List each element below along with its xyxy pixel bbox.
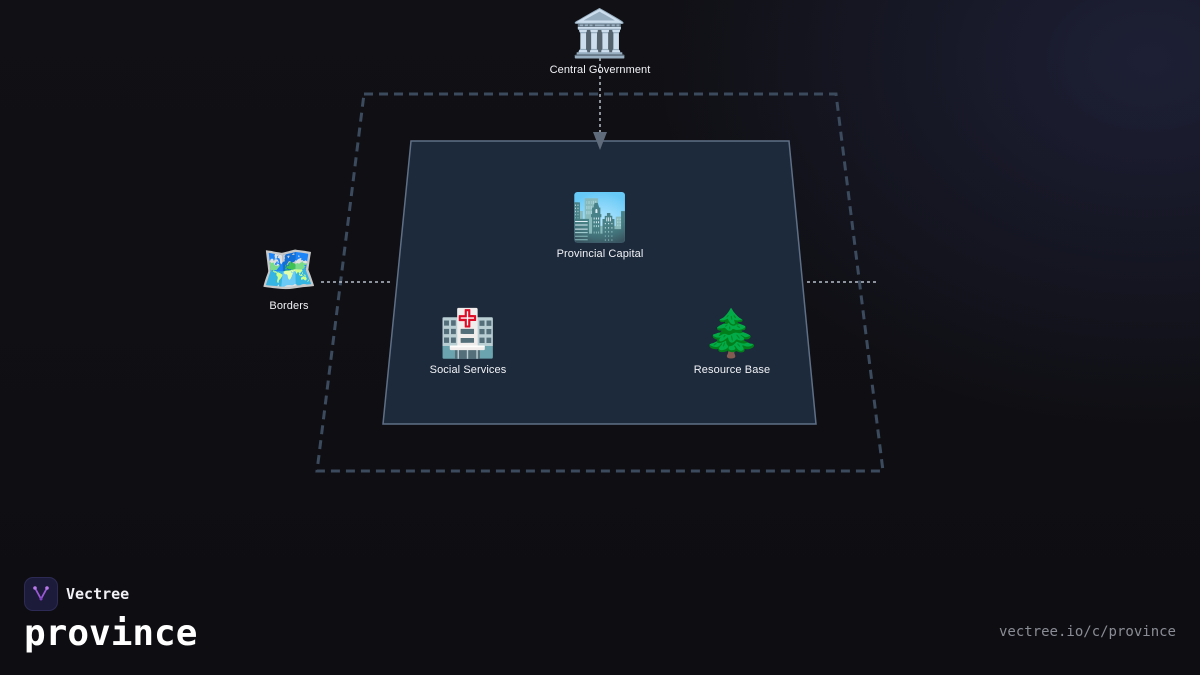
node-social-services[interactable]: 🏥 Social Services — [378, 306, 558, 376]
node-label: Provincial Capital — [556, 248, 644, 260]
classical-building-icon: 🏛️ — [571, 7, 629, 59]
vectree-logo-icon — [24, 577, 58, 611]
brand-name: Vectree — [66, 585, 130, 603]
evergreen-tree-icon: 🌲 — [703, 307, 761, 359]
province-core — [382, 140, 817, 425]
source-url[interactable]: vectree.io/c/province — [998, 624, 1176, 640]
world-map-icon: 🗺️ — [260, 243, 318, 295]
node-label: Resource Base — [693, 364, 771, 376]
node-central-government[interactable]: 🏛️ Central Government — [510, 6, 690, 76]
hospital-icon: 🏥 — [439, 307, 497, 359]
node-provincial-capital[interactable]: 🏙️ Provincial Capital — [510, 190, 690, 260]
node-label: Central Government — [549, 64, 651, 76]
node-borders[interactable]: 🗺️ Borders — [199, 242, 379, 312]
node-resource-base[interactable]: 🌲 Resource Base — [642, 306, 822, 376]
node-label: Social Services — [429, 364, 507, 376]
arrowhead-central-to-capital — [593, 132, 607, 150]
node-label: Borders — [269, 300, 309, 312]
brand[interactable]: Vectree — [24, 577, 129, 611]
cityscape-icon: 🏙️ — [571, 191, 629, 243]
page-title: province — [24, 613, 198, 654]
